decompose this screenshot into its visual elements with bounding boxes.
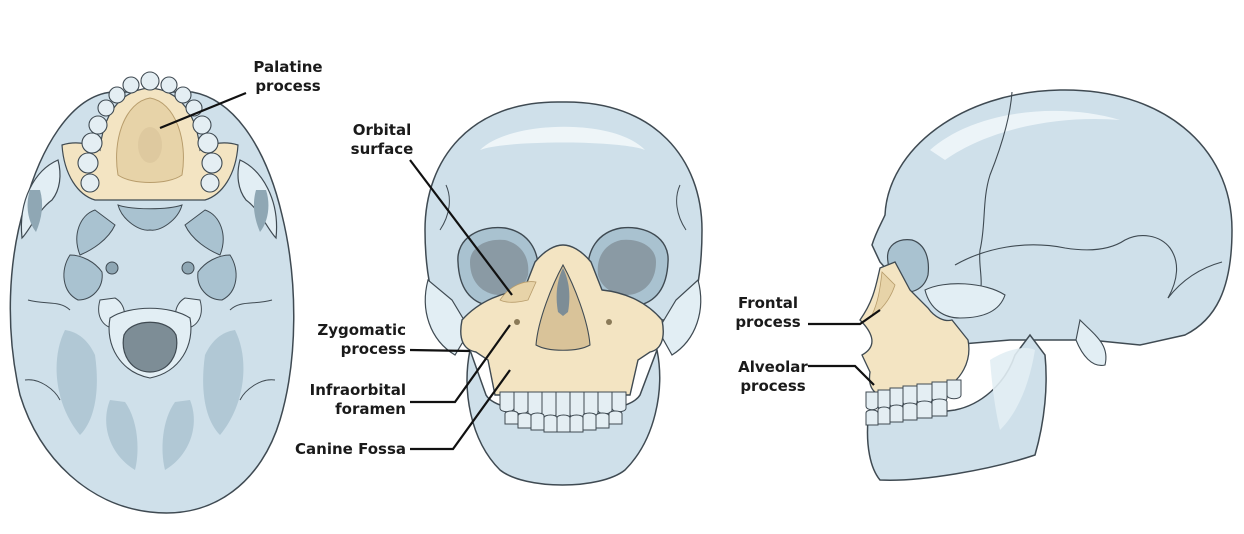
label-frontal-process: Frontal process <box>726 294 810 332</box>
anterior-view-skull <box>424 101 703 486</box>
inferior-teeth-arch <box>77 71 223 193</box>
anterior-forehead-highlight <box>480 126 645 150</box>
lateral-coronal-suture <box>977 91 1013 301</box>
inferior-zygomatic-arch-right <box>253 190 269 232</box>
lateral-view-skull <box>859 89 1233 481</box>
label-alveolar-line1: Alveolar <box>738 358 808 376</box>
anterior-lower-teeth <box>504 410 623 433</box>
leader-line-zygomatic <box>409 348 471 353</box>
label-infraorbital-foramen: Infraorbital foramen <box>292 381 406 419</box>
label-frontal-line1: Frontal <box>737 294 799 312</box>
leader-line-palatine <box>159 91 247 130</box>
inferior-occipital-right <box>203 330 244 435</box>
label-orbital-surface: Orbital surface <box>336 121 428 159</box>
inferior-temporal-right <box>197 254 237 301</box>
anterior-nasal-bone <box>556 268 570 316</box>
label-orbital-line1: Orbital <box>352 121 412 139</box>
leader-line-frontal <box>808 309 881 326</box>
lateral-lower-teeth <box>865 398 948 426</box>
label-zygomatic-line2: process <box>340 340 406 358</box>
inferior-palate-fold <box>138 127 162 163</box>
inferior-nasal-choanae <box>117 204 183 231</box>
inferior-occipital-lower-left <box>106 400 138 470</box>
lateral-forehead-highlight <box>930 110 1120 160</box>
leader-line-canine <box>410 369 511 451</box>
label-canine-fossa: Canine Fossa <box>278 440 406 459</box>
inferior-sphenoid-left <box>76 209 116 256</box>
anterior-cheek-right <box>657 278 702 356</box>
label-canine-line1: Canine Fossa <box>295 440 406 458</box>
label-infraorbital-line2: foramen <box>335 400 406 418</box>
inferior-view-skull <box>9 71 295 514</box>
inferior-suture-left <box>24 299 71 401</box>
lateral-zygomatic <box>924 283 1006 319</box>
inferior-foramen-left <box>105 261 119 275</box>
lateral-mastoid <box>1075 318 1107 366</box>
label-alveolar-line2: process <box>740 377 806 395</box>
label-palatine-line1: Palatine <box>253 58 323 76</box>
leader-line-infraorbital <box>410 324 511 404</box>
inferior-occipital-lower-right <box>162 400 194 470</box>
leader-line-alveolar <box>808 364 875 386</box>
infraorbital-foramen-left <box>514 319 520 325</box>
orbital-surface <box>499 281 537 303</box>
inferior-occipital-left <box>56 330 97 435</box>
label-alveolar-process: Alveolar process <box>726 358 820 396</box>
anterior-orbit-right-inner <box>597 239 656 296</box>
label-infraorbital-line1: Infraorbital <box>309 381 406 399</box>
leader-lines <box>159 91 881 451</box>
inferior-sphenoid-right <box>184 209 224 256</box>
lateral-ramus-highlight <box>990 348 1035 430</box>
label-palatine-line2: process <box>255 77 321 95</box>
label-palatine-process: Palatine process <box>242 58 334 96</box>
lateral-lambdoid-suture <box>1167 261 1223 299</box>
inferior-suture-right <box>229 299 276 401</box>
infraorbital-foramen-right <box>606 319 612 325</box>
inferior-foramen-right <box>181 261 195 275</box>
anterior-orbit-left-inner <box>470 239 529 296</box>
label-orbital-line2: surface <box>350 140 414 158</box>
lateral-squamous-suture <box>954 235 1178 299</box>
inferior-temporal-left <box>63 254 103 301</box>
label-zygomatic-line1: Zygomatic <box>317 321 406 339</box>
inferior-zygomatic-arch-left <box>27 190 43 232</box>
label-frontal-line2: process <box>735 313 801 331</box>
label-zygomatic-process: Zygomatic process <box>292 321 406 359</box>
foramen-magnum <box>122 321 178 373</box>
leader-line-orbital <box>409 159 513 296</box>
anterior-skull-sutures <box>439 184 687 231</box>
